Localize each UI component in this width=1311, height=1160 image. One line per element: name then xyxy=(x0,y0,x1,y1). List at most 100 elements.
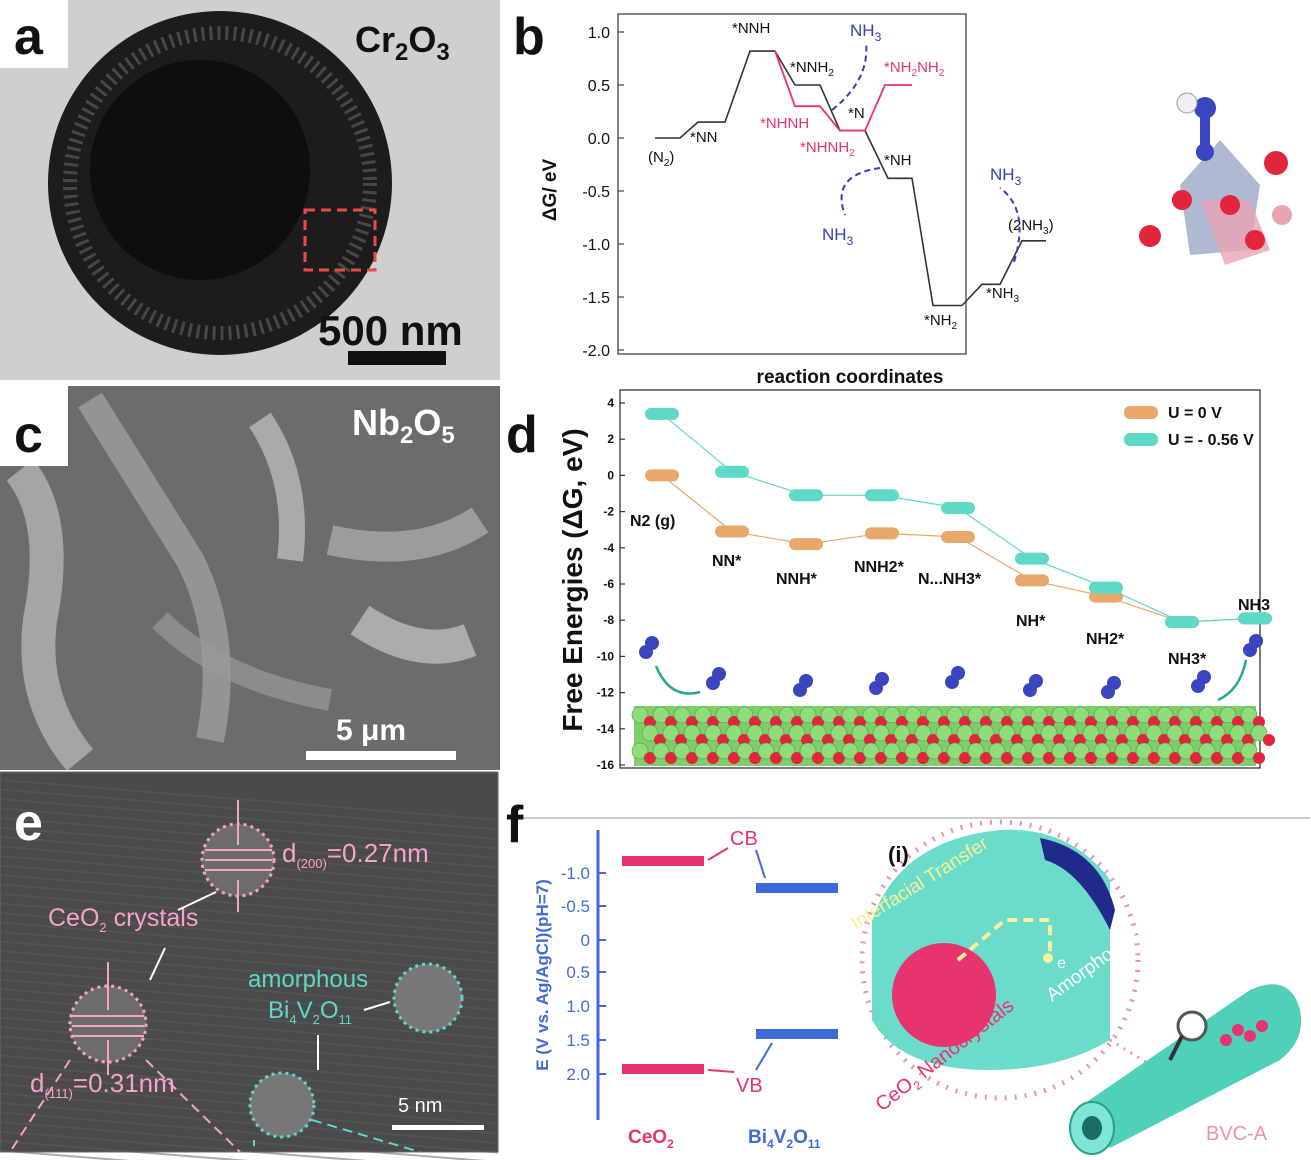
lattice-fringe xyxy=(0,921,499,964)
oxygen-atom xyxy=(938,716,950,728)
surface-atom xyxy=(956,724,974,742)
state-nnh: *NNH xyxy=(732,20,770,37)
state-label-d: N2 (g) xyxy=(630,513,675,530)
y-tick-label-d: -6 xyxy=(603,577,614,591)
lattice-fringe xyxy=(0,1111,499,1154)
y-tick-label-d: -10 xyxy=(597,649,615,663)
series-line-0 xyxy=(661,474,1256,623)
oxygen-atom xyxy=(770,716,782,728)
surface-atom xyxy=(694,742,712,760)
level-1-3 xyxy=(865,489,899,502)
y-tick-label-d: -2 xyxy=(603,505,614,519)
panel-d: Free Energies (ΔG, eV) 420-2-4-6-8-10-12… xyxy=(506,389,1275,772)
y-tick-label-d: -16 xyxy=(597,758,615,772)
oxygen-atom xyxy=(1127,752,1139,764)
level-1-8 xyxy=(1238,612,1272,625)
oxygen-atom xyxy=(665,716,677,728)
surface-atom xyxy=(904,742,922,760)
lattice-fringe xyxy=(0,798,499,840)
bvo-cb-band xyxy=(756,883,838,893)
surface-atom xyxy=(1061,724,1079,742)
y-tick-label-d: 4 xyxy=(607,396,614,410)
scale-label-c: 5 μm xyxy=(336,714,406,747)
magnifier-icon xyxy=(1176,1010,1208,1042)
state-n: *N xyxy=(848,105,865,122)
surface-atom xyxy=(862,706,880,724)
y-ticks-f: -1.0-0.500.51.01.52.0 xyxy=(561,864,606,1084)
level-0-5 xyxy=(1015,574,1049,587)
lattice-fringe xyxy=(0,1121,486,1160)
oxygen-atom xyxy=(1064,752,1076,764)
surface-atom xyxy=(736,706,754,724)
y-tick-label-d: 2 xyxy=(607,432,614,446)
surface-atom xyxy=(1187,724,1205,742)
cb-label: CB xyxy=(730,828,758,850)
y-tick-label-d: 0 xyxy=(607,468,614,482)
n-atom xyxy=(875,672,889,686)
level-0-1 xyxy=(715,525,749,538)
y-tick-label-b: 0.0 xyxy=(588,131,610,148)
state-nh2nh2: *NH2NH2 xyxy=(884,59,945,79)
ceo2-crystals-label: CeO2 crystals xyxy=(48,904,198,935)
desorb-arrow xyxy=(1217,659,1248,702)
surface-atom xyxy=(1240,706,1258,724)
adsorb-arrow xyxy=(654,665,701,695)
state-nh: *NH xyxy=(884,152,912,169)
oxygen-atom xyxy=(1043,716,1055,728)
y-tick-label-f: 1.5 xyxy=(566,1031,590,1050)
ceo2-cb-band xyxy=(622,856,704,866)
oxygen-atom xyxy=(812,716,824,728)
oxygen-atom xyxy=(959,716,971,728)
surface-atom xyxy=(904,706,922,724)
sphere-shell-texture xyxy=(63,26,377,340)
oxygen-atom xyxy=(875,752,887,764)
y-ticks-d: 420-2-4-6-8-10-12-14-16 xyxy=(597,396,625,772)
oxygen-atom xyxy=(1022,752,1034,764)
y-tick-label-d: -14 xyxy=(597,722,615,736)
n-atom xyxy=(1107,676,1121,690)
surface-atom xyxy=(1124,724,1142,742)
x-axis-title-b: reaction coordinates xyxy=(757,367,944,388)
surface-atom xyxy=(914,724,932,742)
scale-label-e: 5 nm xyxy=(398,1095,442,1117)
n-atom xyxy=(1029,674,1043,688)
y-axis-title-d: Free Energies (ΔG, eV) xyxy=(557,428,588,731)
surface-atom xyxy=(988,706,1006,724)
oxygen-atom xyxy=(1190,716,1202,728)
lattice-fringe xyxy=(0,1054,499,1097)
oxygen-atom xyxy=(1253,752,1265,764)
y-tick-label-d: -12 xyxy=(597,686,615,700)
oxygen-atom xyxy=(833,716,845,728)
oxygen-atom xyxy=(875,716,887,728)
panel-label-f: f xyxy=(506,796,524,854)
nb2o5-title: Nb2O5 xyxy=(352,402,455,449)
oxygen-atom xyxy=(770,752,782,764)
surface-atom xyxy=(1198,706,1216,724)
surface-atom xyxy=(925,706,943,724)
level-0-6 xyxy=(1089,590,1123,603)
bvc-a-tube xyxy=(1072,984,1302,1148)
oxygen-atom xyxy=(749,716,761,728)
surface-atom xyxy=(757,706,775,724)
surface-atom xyxy=(673,706,691,724)
y-tick-label-b: -1.5 xyxy=(582,290,610,307)
n-atom xyxy=(1249,634,1263,648)
surface-atom xyxy=(967,706,985,724)
state-labels-d: N2 (g)NN*NNH*NNH2*N...NH3*NH*NH2*NH3*NH3 xyxy=(630,513,1270,668)
y-tick-label-f: 0.5 xyxy=(566,963,590,982)
surface-atom xyxy=(641,724,659,742)
legend-swatch-1 xyxy=(1124,433,1158,446)
surface-atom xyxy=(1072,706,1090,724)
oxygen-atom xyxy=(812,752,824,764)
surface-atom xyxy=(704,724,722,742)
state-label-d: NNH* xyxy=(776,571,818,588)
lattice-fringe xyxy=(0,1102,499,1144)
surface-atom xyxy=(1051,706,1069,724)
surface-atom xyxy=(1177,742,1195,760)
lattice-fringe xyxy=(0,779,499,821)
sphere-cavity xyxy=(90,60,310,280)
plot-frame-b xyxy=(617,13,967,355)
surface-atom xyxy=(1240,742,1258,760)
legend-d: U = 0 V U = - 0.56 V xyxy=(1124,405,1254,449)
oxygen-atom xyxy=(791,752,803,764)
